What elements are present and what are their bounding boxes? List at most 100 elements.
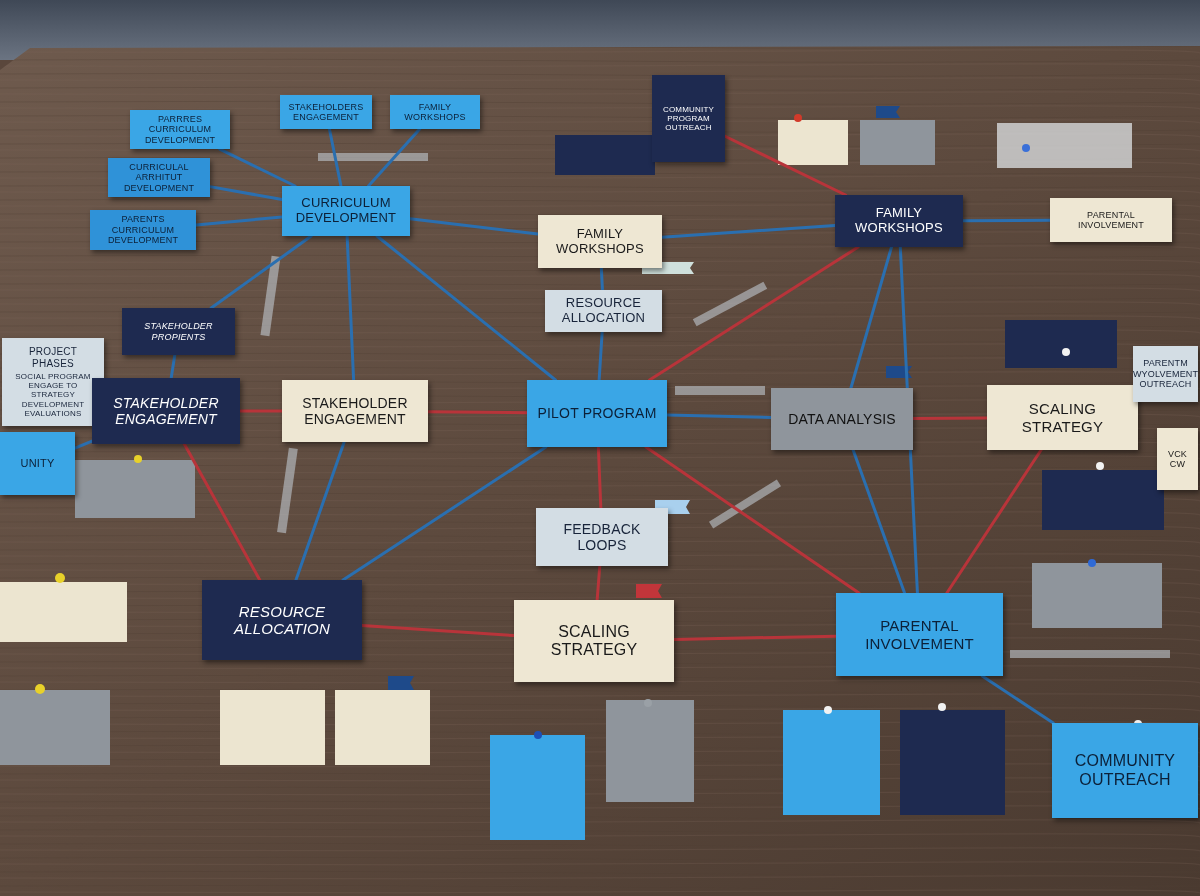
string-connector — [343, 447, 546, 580]
task-card: CURRICULUM DEVELOPMENT — [282, 186, 410, 236]
task-card: RESOURCE ALLOCATION — [545, 290, 662, 332]
string-connector — [210, 187, 282, 200]
blank-card — [860, 120, 935, 165]
string-connector — [963, 219, 1050, 222]
string-connector — [75, 441, 92, 448]
card-label: STAKEHOLDER PROPIENTS — [127, 321, 230, 342]
task-card: PROJECT PHASES SOCIAL PROGRAM ENGAGE TO S… — [2, 338, 104, 426]
task-card: SCALING STRATEGY — [514, 600, 674, 682]
string-connector — [329, 129, 341, 186]
string-connector — [377, 236, 555, 380]
string-connector — [913, 417, 987, 421]
tape-strips — [260, 153, 1170, 658]
string-connector — [851, 247, 892, 388]
task-card: VCK CW — [1157, 428, 1198, 490]
task-card: PARENTAL INVOLVEMENT — [1050, 198, 1172, 242]
string-connector — [362, 625, 514, 635]
card-label: FAMILY WORKSHOPS — [395, 102, 475, 123]
pushpin — [1062, 348, 1070, 356]
blank-card — [0, 690, 110, 765]
blank-card — [900, 710, 1005, 815]
card-label: CURRICULAL ARRHITUT DEVELOPMENT — [113, 162, 205, 193]
pushpin — [794, 114, 802, 122]
card-label: PARENTAL INVOLVEMENT — [841, 617, 998, 652]
string-connector — [368, 129, 419, 186]
pushpin — [1022, 144, 1030, 152]
blank-card — [1005, 320, 1117, 368]
card-label: STAKEHOLDERS ENGAGEMENT — [285, 102, 367, 123]
card-label: RESOURCE ALLOCATION — [550, 296, 657, 326]
pushpin — [1088, 559, 1096, 567]
card-label: SCALING STRATEGY — [519, 623, 669, 660]
card-label: STAKEHOLDER ENGAGEMENT — [287, 395, 423, 427]
flag — [876, 106, 900, 118]
string-connector — [347, 236, 353, 380]
card-label: PILOT PROGRAM — [537, 405, 656, 421]
card-label: SCALING STRATEGY — [992, 400, 1133, 435]
task-card: PARRRES CURRICULUM DEVELOPMENT — [130, 110, 230, 149]
task-card: COMMUNITY PROGRAM OUTREACH — [652, 75, 725, 162]
blank-card — [778, 120, 848, 165]
string-connector — [982, 676, 1053, 723]
table-top — [0, 46, 1200, 896]
task-card: PARENTAL INVOLVEMENT — [836, 593, 1003, 676]
task-card: SCALING STRATEGY — [987, 385, 1138, 450]
card-label: FAMILY WORKSHOPS — [543, 227, 657, 257]
string-connector — [601, 268, 602, 290]
task-card: FAMILY WORKSHOPS — [538, 215, 662, 268]
card-label: COMMUNITY PROGRAM OUTREACH — [657, 105, 720, 133]
pushpin — [35, 684, 45, 694]
blank-card — [606, 700, 694, 802]
tape — [675, 386, 765, 395]
pushpin — [55, 573, 65, 583]
string-connector — [662, 225, 835, 237]
card-label: CURRICULUM DEVELOPMENT — [287, 196, 405, 226]
task-card: DATA ANALYSIS — [771, 388, 913, 450]
task-card: UNITY — [0, 432, 75, 495]
string-connector — [171, 355, 175, 378]
task-card: STAKEHOLDER ENGAGEMENT — [92, 378, 240, 444]
flags — [388, 106, 912, 690]
blank-card — [0, 582, 127, 642]
string-connector — [667, 415, 771, 417]
pushpin — [1096, 462, 1104, 470]
task-card: CURRICULAL ARRHITUT DEVELOPMENT — [108, 158, 210, 197]
string-connector — [646, 447, 859, 593]
card-label: UNITY — [21, 457, 55, 470]
string-connector — [428, 412, 527, 413]
card-label: STAKEHOLDER ENGAGEMENT — [97, 395, 235, 427]
card-label: PROJECT PHASES — [7, 346, 99, 369]
card-label: PARENTS CURRICULUM DEVELOPMENT — [95, 214, 191, 245]
blank-card — [1032, 563, 1162, 628]
string-connector — [296, 442, 344, 580]
pushpin — [534, 731, 542, 739]
card-label: RESOURCE ALLOCATION — [207, 603, 357, 638]
card-label: FAMILY WORKSHOPS — [840, 206, 958, 236]
pushpin — [824, 706, 832, 714]
string-connector — [853, 450, 904, 593]
string-connector — [196, 217, 282, 225]
card-note: SOCIAL PROGRAM ENGAGE TO STRATEGY DEVELO… — [7, 372, 99, 418]
card-label: PARRRES CURRICULUM DEVELOPMENT — [135, 114, 225, 145]
task-card: PILOT PROGRAM — [527, 380, 667, 447]
blank-card — [555, 135, 655, 175]
flag — [636, 584, 662, 598]
blank-card — [783, 710, 880, 815]
string-connector — [674, 636, 836, 639]
blank-card — [1042, 470, 1164, 530]
task-card: PARENTS CURRICULUM DEVELOPMENT — [90, 210, 196, 250]
card-label: FEEDBACK LOOPS — [541, 521, 663, 553]
string-connector — [240, 410, 282, 413]
string-connector — [211, 236, 311, 308]
pushpin — [644, 699, 652, 707]
string-connector — [725, 136, 846, 195]
card-label: PARENTM WYOLVEMENT OUTREACH — [1133, 358, 1198, 389]
blank-card — [220, 690, 325, 765]
pushpin — [938, 703, 946, 711]
string-connector — [599, 332, 602, 380]
string-connector — [598, 447, 600, 508]
tape — [260, 256, 280, 336]
tape — [709, 479, 781, 528]
wood-grain — [0, 46, 1200, 896]
task-card: STAKEHOLDER PROPIENTS — [122, 308, 235, 355]
